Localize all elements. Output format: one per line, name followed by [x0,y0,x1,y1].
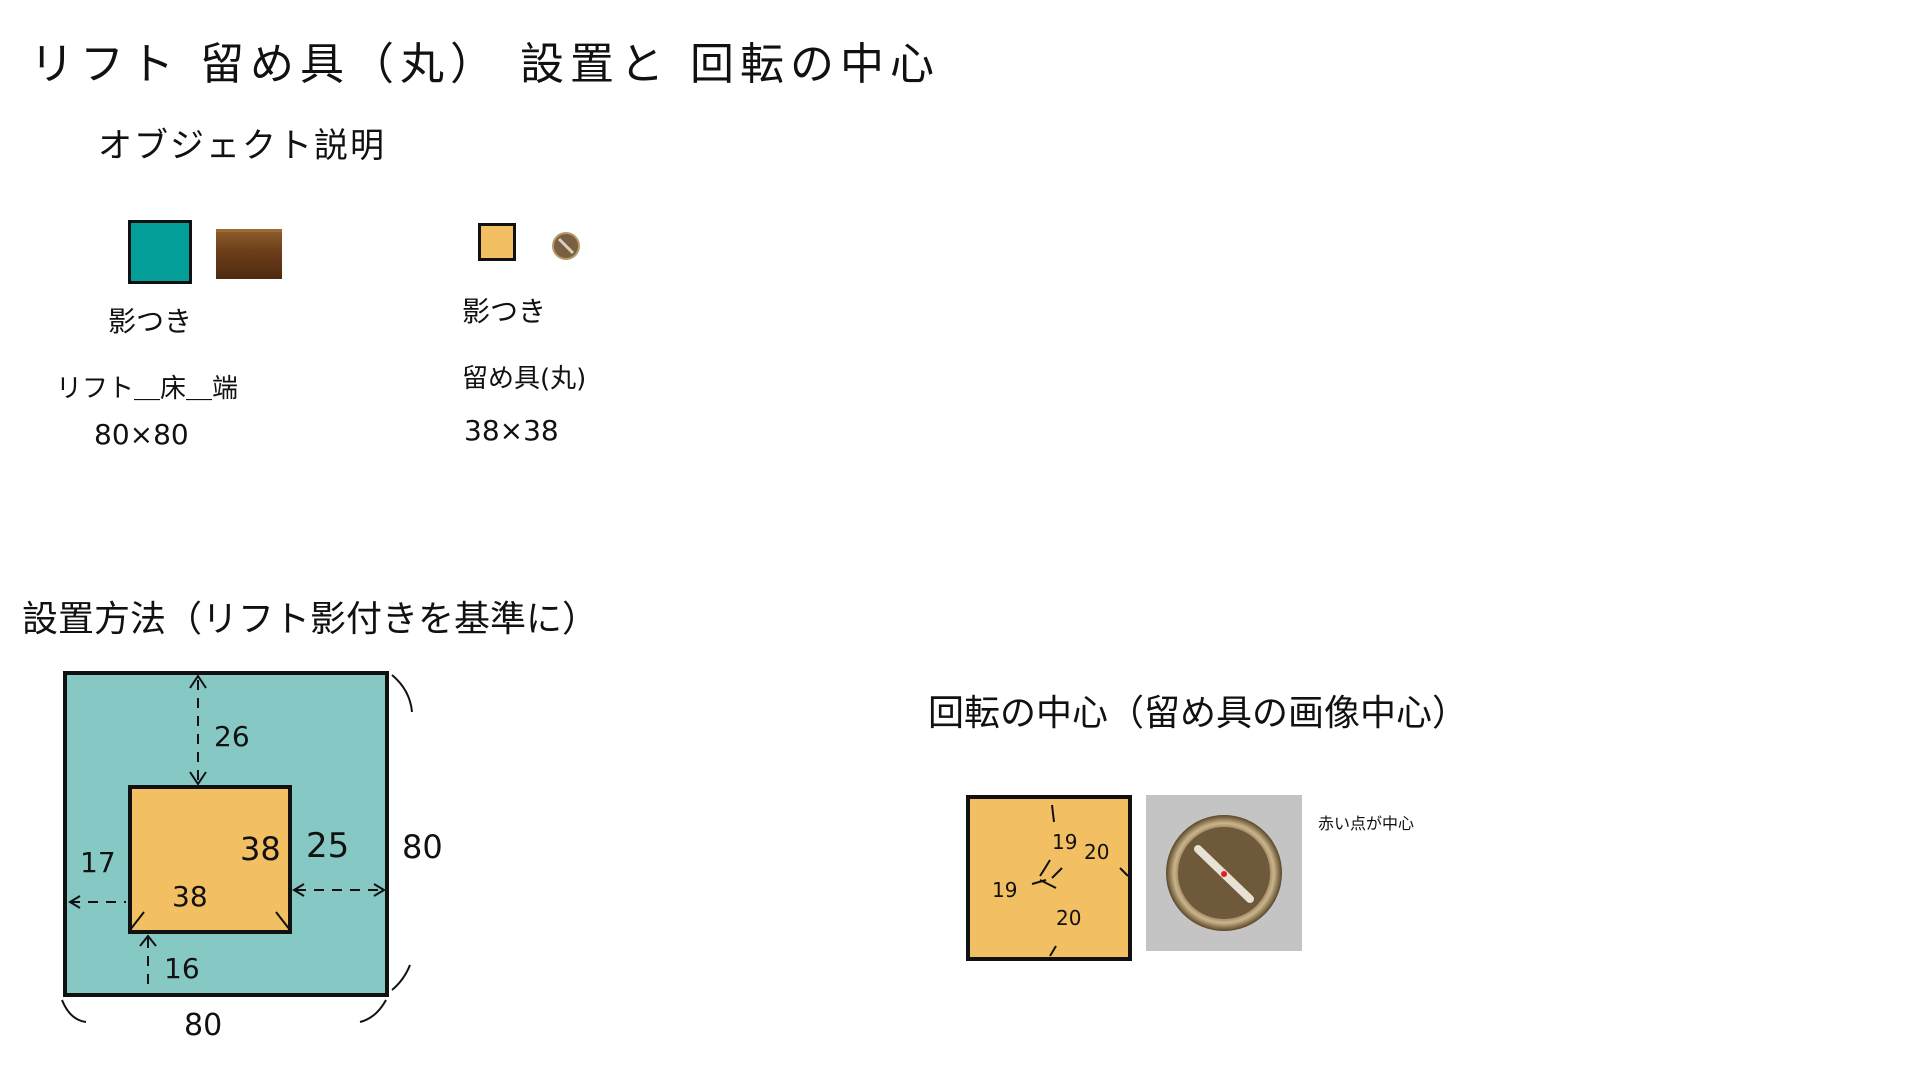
rot-dim-left: 19 [992,878,1018,902]
fastener-shadow-tile [478,223,516,261]
dim-inner-height: 38 [240,830,281,868]
rotation-note: 赤い点が中心 [1318,814,1415,833]
dim-right: 25 [306,826,350,866]
fastener-size: 38×38 [464,414,559,447]
placement-heading: 設置方法（リフト影付きを基準に） [22,599,599,640]
rot-dim-right: 20 [1084,840,1110,864]
dim-outer-height: 80 [402,828,443,866]
lift-size: 80×80 [94,418,189,451]
page-title: リフト 留め具（丸） 設置と 回転の中心 [30,39,940,90]
fastener-outline [128,785,292,934]
dim-top: 26 [214,720,250,753]
lift-shadow-tag: 影つき [108,305,193,338]
dim-left: 17 [80,846,116,879]
rotation-heading: 回転の中心（留め具の画像中心） [928,693,1469,734]
fastener-shadow-tag: 影つき [462,295,547,328]
rot-dim-top: 19 [1052,830,1078,854]
rotation-center-dot [1221,871,1227,877]
fastener-center-outline [966,795,1132,961]
object-description-heading: オブジェクト説明 [98,126,386,166]
fastener-zoom-image [1146,795,1302,951]
lift-floor-edge-tile [216,229,282,279]
dim-bottom: 16 [164,952,200,985]
lift-floor-edge-shadow-tile [128,220,192,284]
dim-inner-width: 38 [172,880,208,913]
lift-name: リフト＿床＿端 [56,374,239,404]
fastener-icon [552,232,580,260]
dim-outer-width: 80 [184,1008,223,1043]
fastener-name: 留め具(丸) [462,364,587,394]
rot-dim-bottom: 20 [1056,906,1082,930]
fastener-zoom-icon [1166,815,1282,931]
